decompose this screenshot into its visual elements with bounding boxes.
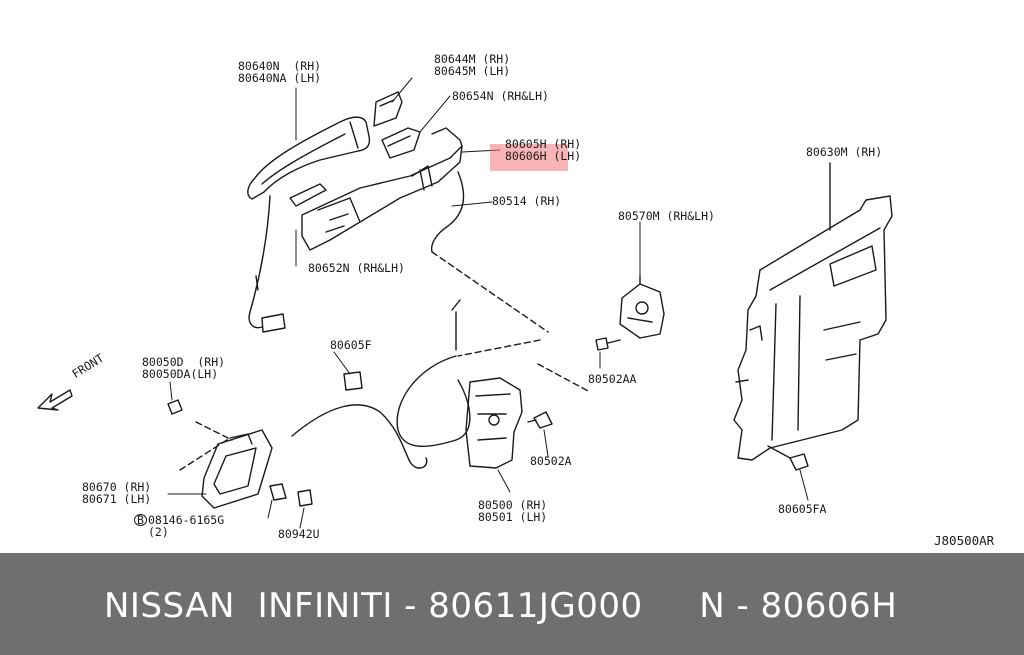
screw-drawing xyxy=(595,337,621,351)
label-08146: 08146-6165G xyxy=(148,513,225,527)
label-80050d: 80050D (RH) xyxy=(142,355,226,369)
label-80606h: 80606H (LH) xyxy=(505,149,582,163)
label-80502a: 80502A xyxy=(530,454,572,468)
label-80501: 80501 (LH) xyxy=(478,510,548,524)
footer-bar xyxy=(0,553,1024,655)
label-80640na: 80640NA (LH) xyxy=(238,71,322,85)
inner-panel-drawing xyxy=(733,195,893,461)
lock-assembly-drawing xyxy=(465,377,523,469)
cable-clip-drawing xyxy=(343,371,363,391)
diagram-code: J80500AR xyxy=(934,533,995,548)
label-08146-qty: (2) xyxy=(148,525,169,539)
part-number-caption: NISSAN INFINITI - 80611JG000 N - 80606H xyxy=(104,586,898,626)
label-80670: 80670 (RH) xyxy=(82,480,152,494)
label-80652n: 80652N (RH&LH) xyxy=(308,261,405,275)
label-80645m: 80645M (LH) xyxy=(434,64,511,78)
label-80514: 80514 (RH) xyxy=(492,194,562,208)
label-80605h: 80605H (RH) xyxy=(505,137,582,151)
gasket-large-drawing xyxy=(381,127,421,159)
label-80605fa: 80605FA xyxy=(778,502,827,516)
handle-bolt-drawing xyxy=(167,399,287,501)
label-80654n: 80654N (RH&LH) xyxy=(452,89,549,103)
label-80630m: 80630M (RH) xyxy=(806,145,883,159)
cable-dash-line xyxy=(431,251,549,333)
label-80570m: 80570M (RH&LH) xyxy=(618,209,715,223)
panel-clip-drawing xyxy=(767,445,809,471)
label-08146-prefix: B xyxy=(134,514,147,526)
label-80942u: 80942U xyxy=(278,527,320,541)
inside-handle-drawing xyxy=(201,429,273,509)
label-80500: 80500 (RH) xyxy=(478,498,548,512)
inside-cable-drawing xyxy=(291,404,428,469)
door-lock-parts-diagram xyxy=(37,77,893,529)
leader-lines xyxy=(167,77,809,529)
label-80640n: 80640N (RH) xyxy=(238,59,322,73)
lock-screw-drawing xyxy=(527,411,553,429)
cable-drawing xyxy=(430,171,465,253)
gasket-drawing xyxy=(373,91,403,127)
label-80050da: 80050DA(LH) xyxy=(142,367,219,381)
handle-dash-line xyxy=(179,421,233,471)
front-arrow-icon xyxy=(37,389,73,411)
cable-dash-line-2 xyxy=(457,339,591,393)
label-80671: 80671 (LH) xyxy=(82,492,152,506)
label-80605f: 80605F xyxy=(330,338,372,352)
label-80502aa: 80502AA xyxy=(588,372,637,386)
escutcheon-drawing xyxy=(297,489,313,507)
highlight-box xyxy=(490,144,568,171)
handle-bracket-drawing xyxy=(289,127,463,251)
rod-loop-drawing xyxy=(396,299,471,448)
latch-bracket-drawing xyxy=(619,275,665,339)
label-80644m: 80644M (RH) xyxy=(434,52,511,66)
outside-handle-drawing xyxy=(247,116,371,333)
